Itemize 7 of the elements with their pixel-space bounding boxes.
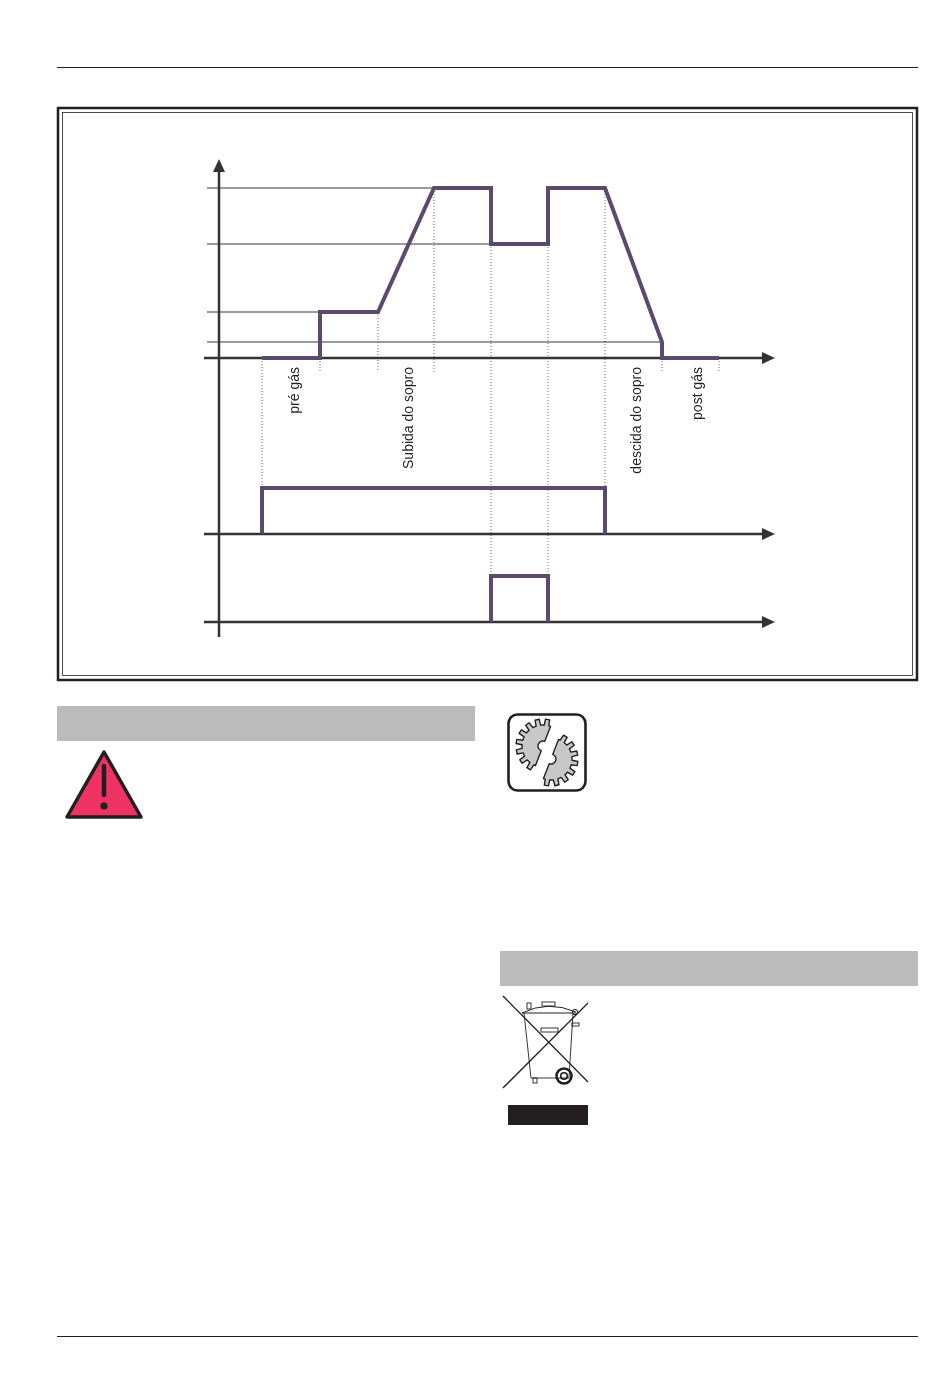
phase-label: descida do sopro — [628, 367, 644, 474]
phase-label: Subida do sopro — [400, 367, 416, 469]
heading-band — [500, 951, 918, 986]
heading-band — [57, 706, 475, 741]
marking-bar — [508, 1105, 588, 1125]
phase-label: pré gás — [286, 367, 302, 414]
phase-label: post gás — [689, 367, 705, 420]
